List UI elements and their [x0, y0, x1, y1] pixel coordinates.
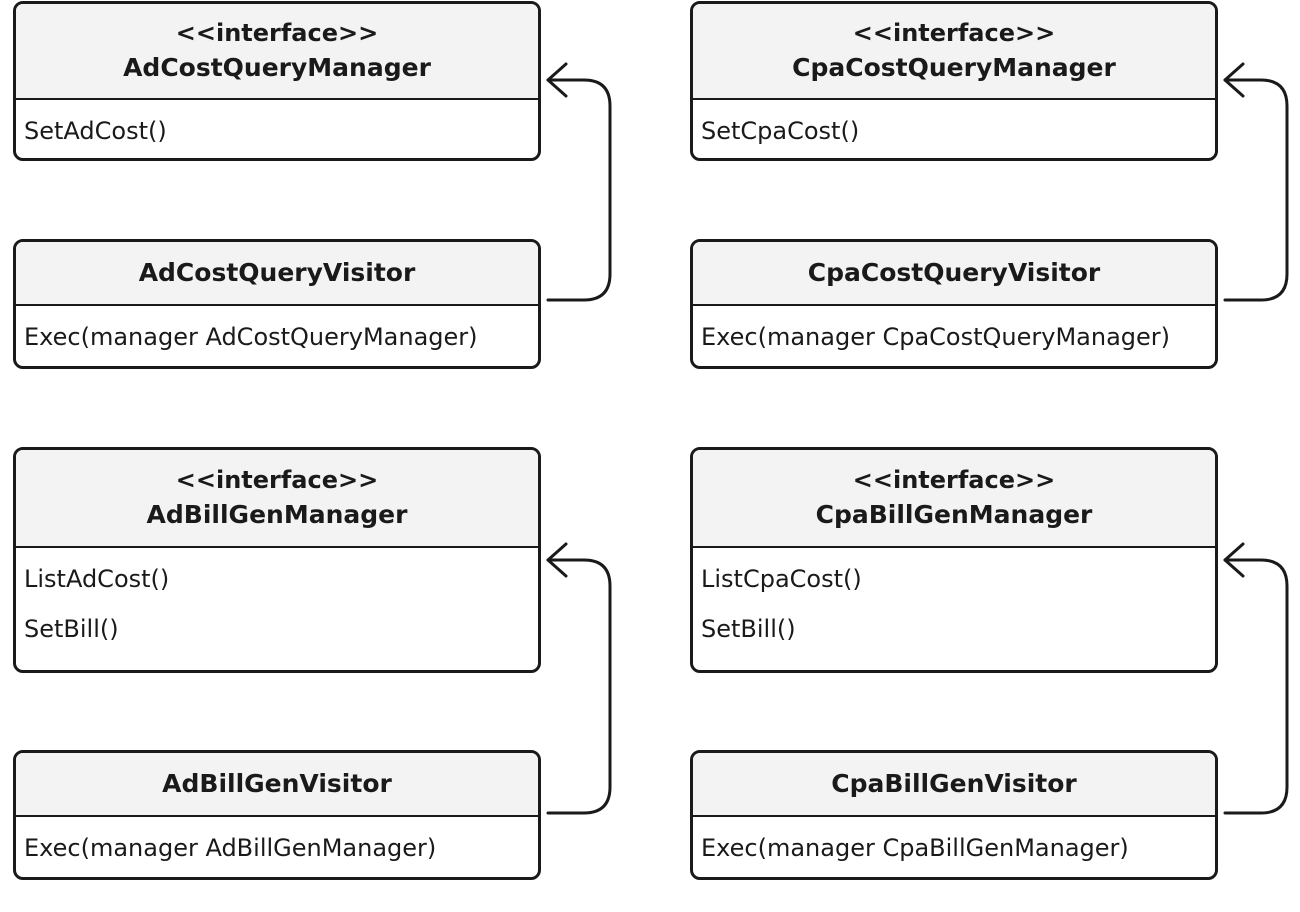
class-name: CpaCostQueryVisitor [807, 258, 1101, 287]
method: ListCpaCost() [701, 565, 862, 593]
class-methods: SetAdCost() [16, 100, 538, 150]
class-name: AdBillGenVisitor [162, 769, 392, 798]
class-methods: ListAdCost() SetBill() [16, 548, 538, 648]
class-methods: Exec(manager CpaCostQueryManager) [693, 306, 1215, 356]
class-ad-bill-gen-manager: <<interface>> AdBillGenManager ListAdCos… [13, 447, 541, 673]
method: Exec(manager CpaCostQueryManager) [701, 323, 1171, 351]
class-name: AdBillGenManager [146, 500, 408, 529]
class-cpa-bill-gen-manager: <<interface>> CpaBillGenManager ListCpaC… [690, 447, 1218, 673]
class-name: AdCostQueryManager [123, 53, 431, 82]
class-header: CpaCostQueryVisitor [693, 242, 1215, 306]
method: ListAdCost() [24, 565, 170, 593]
method: Exec(manager AdBillGenManager) [24, 834, 437, 862]
class-methods: ListCpaCost() SetBill() [693, 548, 1215, 648]
class-methods: SetCpaCost() [693, 100, 1215, 150]
method: SetCpaCost() [701, 117, 860, 145]
class-header: CpaBillGenVisitor [693, 753, 1215, 817]
class-cpa-cost-query-visitor: CpaCostQueryVisitor Exec(manager CpaCost… [690, 239, 1218, 369]
stereotype-label: <<interface>> [852, 19, 1056, 47]
class-methods: Exec(manager AdBillGenManager) [16, 817, 538, 867]
stereotype-label: <<interface>> [175, 19, 379, 47]
class-methods: Exec(manager AdCostQueryManager) [16, 306, 538, 356]
method: Exec(manager CpaBillGenManager) [701, 834, 1129, 862]
class-name: CpaCostQueryManager [792, 53, 1116, 82]
class-header: <<interface>> CpaBillGenManager [693, 450, 1215, 548]
relation-cpa-bill-gen [1223, 542, 1289, 815]
class-name: CpaBillGenVisitor [831, 769, 1077, 798]
relation-cpa-cost-query [1223, 62, 1289, 302]
class-methods: Exec(manager CpaBillGenManager) [693, 817, 1215, 867]
relation-ad-bill-gen [546, 542, 612, 815]
method: SetBill() [24, 615, 119, 643]
class-name: CpaBillGenManager [815, 500, 1093, 529]
class-cpa-bill-gen-visitor: CpaBillGenVisitor Exec(manager CpaBillGe… [690, 750, 1218, 880]
method: SetAdCost() [24, 117, 167, 145]
class-ad-cost-query-visitor: AdCostQueryVisitor Exec(manager AdCostQu… [13, 239, 541, 369]
class-header: <<interface>> CpaCostQueryManager [693, 4, 1215, 100]
stereotype-label: <<interface>> [852, 466, 1056, 494]
class-ad-cost-query-manager: <<interface>> AdCostQueryManager SetAdCo… [13, 1, 541, 161]
class-ad-bill-gen-visitor: AdBillGenVisitor Exec(manager AdBillGenM… [13, 750, 541, 880]
class-header: <<interface>> AdCostQueryManager [16, 4, 538, 100]
relation-ad-cost-query [546, 62, 612, 302]
method: SetBill() [701, 615, 796, 643]
method: Exec(manager AdCostQueryManager) [24, 323, 478, 351]
class-header: AdCostQueryVisitor [16, 242, 538, 306]
stereotype-label: <<interface>> [175, 466, 379, 494]
class-header: <<interface>> AdBillGenManager [16, 450, 538, 548]
class-cpa-cost-query-manager: <<interface>> CpaCostQueryManager SetCpa… [690, 1, 1218, 161]
class-header: AdBillGenVisitor [16, 753, 538, 817]
class-name: AdCostQueryVisitor [138, 258, 416, 287]
